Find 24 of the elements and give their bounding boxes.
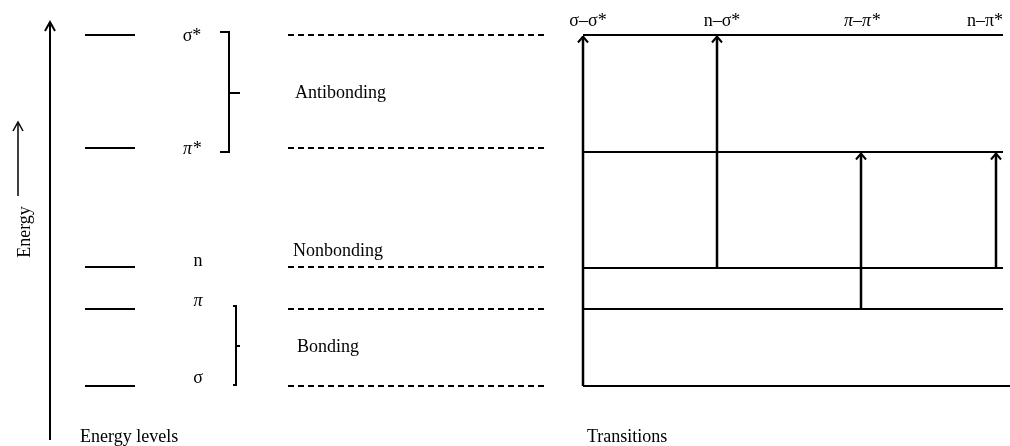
level-label: Transitions (587, 424, 668, 446)
transition-arrow (990, 152, 1002, 268)
level-label: π* (183, 136, 201, 160)
level-label: σ (193, 365, 203, 389)
level-label: n–σ* (703, 8, 741, 32)
energy-level-line (583, 267, 1003, 269)
level-label: n–π* (966, 8, 1004, 32)
level-label: π (193, 288, 203, 312)
energy-level-line (583, 385, 1010, 387)
level-label: σ–σ* (569, 8, 607, 32)
transition-arrow (855, 152, 867, 309)
energy-level-line (583, 151, 1003, 153)
level-label: Bonding (297, 334, 359, 358)
level-label: Nonbonding (293, 238, 383, 262)
transition-arrow (577, 35, 589, 386)
transition-arrow (711, 35, 723, 268)
level-label: n (193, 248, 203, 272)
level-label: Energy (12, 206, 35, 258)
level-label: σ* (182, 23, 202, 47)
energy-level-line (583, 34, 1003, 36)
level-label: π–π* (844, 8, 880, 32)
energy-level-line (583, 308, 1003, 310)
level-label: Energy levels (80, 424, 179, 446)
level-label: Antibonding (295, 80, 386, 104)
